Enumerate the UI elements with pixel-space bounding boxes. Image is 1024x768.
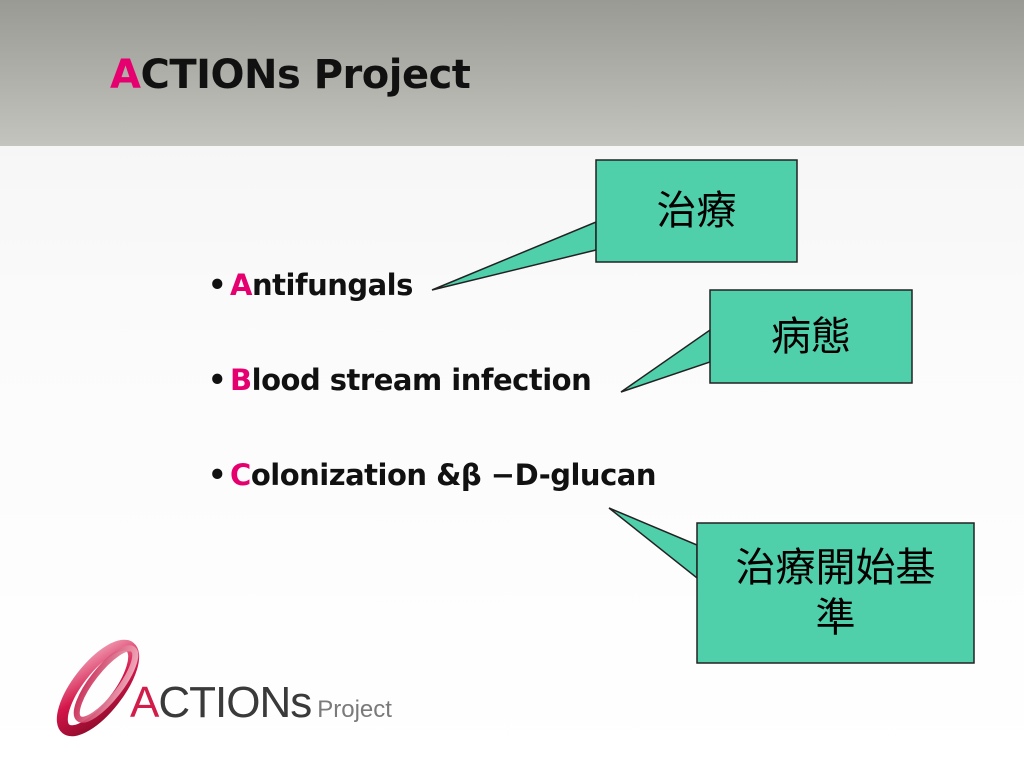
- callout-criteria-box: [696, 522, 975, 664]
- bullet-text: lood stream infection: [251, 363, 592, 397]
- bullet-antifungals: •Antifungals: [208, 268, 656, 363]
- bullet-text: olonization &β −D-glucan: [250, 458, 657, 492]
- slide-header: ACTIONs Project: [0, 0, 1024, 146]
- logo-main-text: ACTIONs: [130, 678, 312, 727]
- bullet-dot: •: [208, 268, 227, 302]
- callout-criteria-line1: 治療開始基: [735, 545, 936, 591]
- logo-sub-text: Project: [317, 696, 392, 723]
- bullet-initial: A: [230, 268, 252, 302]
- title-rest: CTIONs Project: [140, 52, 471, 98]
- logo-initial: A: [130, 678, 159, 727]
- callout-pathology-pointer: [620, 328, 711, 393]
- bullet-initial: B: [230, 363, 252, 397]
- bullet-dot: •: [208, 363, 227, 397]
- callout-treatment-box: [595, 159, 798, 263]
- bullet-dot: •: [208, 458, 227, 492]
- actions-logo-ribbon-icon: [56, 639, 140, 737]
- bullet-blood-stream-infection: •Blood stream infection: [208, 363, 656, 458]
- callout-criteria-pointer: [608, 507, 698, 580]
- slide-title: ACTIONs Project: [110, 52, 471, 98]
- callout-treatment-text: 治療: [656, 188, 737, 234]
- bullet-list: •Antifungals •Blood stream infection •Co…: [208, 268, 656, 553]
- callout-criteria-text: 治療開始基 準: [697, 523, 974, 663]
- bullet-initial: C: [230, 458, 251, 492]
- bullet-text: ntifungals: [252, 268, 413, 302]
- callout-pathology-text: 病態: [771, 313, 851, 360]
- callout-pathology-box: [709, 289, 913, 384]
- title-initial: A: [110, 52, 141, 98]
- bullet-colonization: •Colonization &β −D-glucan: [208, 458, 656, 553]
- logo-rest: CTIONs: [158, 678, 312, 727]
- callout-treatment-pointer: [431, 220, 597, 291]
- callout-criteria-line2: 準: [815, 595, 856, 641]
